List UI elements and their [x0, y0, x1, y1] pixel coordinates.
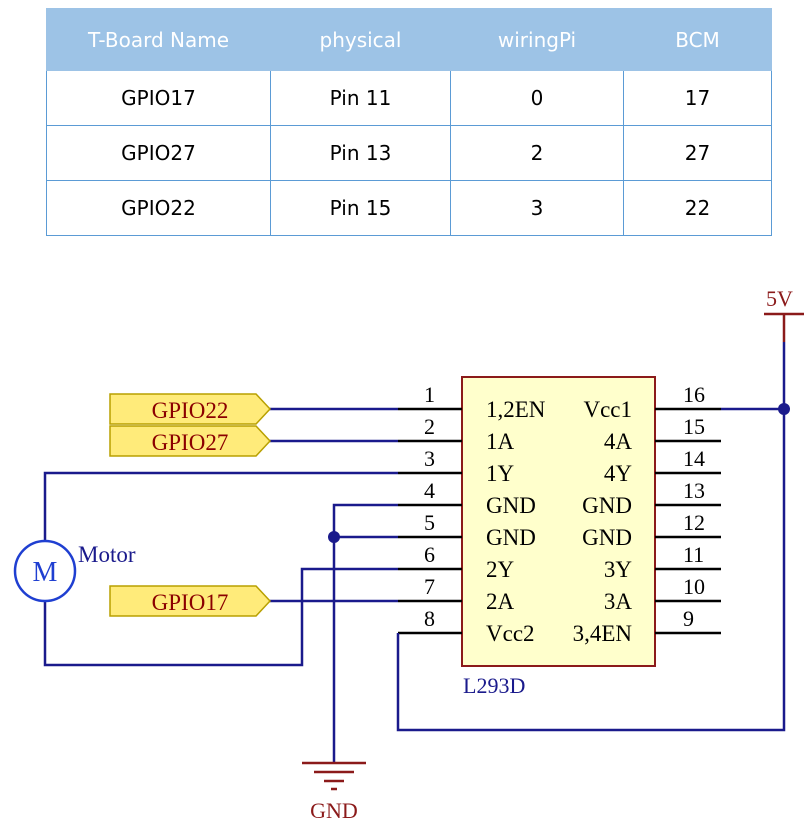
pin-number: 13 [683, 478, 705, 503]
pin-label: 1,2EN [486, 397, 546, 422]
pin-label: GND [486, 493, 536, 518]
pin-label: 4A [604, 429, 633, 454]
power-5v-label: 5V [766, 286, 793, 311]
pin-number: 7 [424, 574, 435, 599]
table-cell: 3 [450, 180, 624, 236]
wire-5v-rail [396, 342, 786, 732]
wire-motor-top [43, 471, 398, 546]
pin-number: 8 [424, 606, 435, 631]
pin-label: 3Y [604, 557, 633, 582]
table-cell: 0 [450, 70, 624, 126]
right-pin-numbers: 16 15 14 13 12 11 10 9 [683, 382, 705, 631]
right-pin-lines [655, 407, 721, 635]
table-cell: 22 [623, 180, 772, 236]
pin-label: 4Y [604, 461, 633, 486]
table-row: GPIO27 Pin 13 2 27 [46, 125, 772, 181]
l293d-chip-body [461, 376, 656, 667]
pin-label: 1Y [486, 461, 515, 486]
pin-label: 3A [604, 589, 633, 614]
pin-number: 5 [424, 510, 435, 535]
pin-label: GND [486, 525, 536, 550]
pin-number: 3 [424, 446, 435, 471]
pin-mapping-table: T-Board Name physical wiringPi BCM GPIO1… [46, 8, 772, 236]
pin-number: 9 [683, 606, 694, 631]
motor-icon [13, 539, 77, 603]
gpio17-text: GPIO17 [152, 590, 229, 615]
gpio27-text: GPIO27 [152, 430, 229, 455]
junction-dot [778, 403, 790, 415]
pin-number: 6 [424, 542, 435, 567]
left-pin-lines [398, 407, 462, 635]
gpio17-port-label: GPIO17 [109, 585, 272, 617]
table-cell: Pin 13 [270, 125, 451, 181]
pin-label: GND [582, 525, 632, 550]
wires [43, 342, 786, 762]
ground-icon [302, 761, 366, 791]
junction-dot [328, 531, 340, 543]
table-row: GPIO22 Pin 15 3 22 [46, 180, 772, 236]
pin-label: Vcc2 [486, 621, 535, 646]
pin-label: 3,4EN [573, 621, 633, 646]
pin-number: 1 [424, 382, 435, 407]
pin-number: 12 [683, 510, 705, 535]
motor-label: Motor [78, 542, 136, 567]
pin-number: 11 [683, 542, 704, 567]
table-cell: 2 [450, 125, 624, 181]
ground-label: GND [310, 798, 358, 823]
motor-symbol: M [33, 557, 58, 588]
pin-label: Vcc1 [583, 397, 632, 422]
pin-number: 15 [683, 414, 705, 439]
table-cell: Pin 15 [270, 180, 451, 236]
table-cell: 17 [623, 70, 772, 126]
gpio27-port-label: GPIO27 [109, 425, 272, 457]
pin-number: 10 [683, 574, 705, 599]
pin-label: 2A [486, 589, 515, 614]
pin-label: GND [582, 493, 632, 518]
pin-number: 16 [683, 382, 705, 407]
table-cell: GPIO17 [46, 70, 271, 126]
header-bcm: BCM [623, 8, 772, 71]
gpio22-port-label: GPIO22 [109, 393, 272, 425]
chip-name-label: L293D [463, 673, 525, 698]
wire-motor-bottom [43, 567, 398, 667]
table-cell: GPIO22 [46, 180, 271, 236]
table-cell: 27 [623, 125, 772, 181]
pin-label: 2Y [486, 557, 515, 582]
pin-label: 1A [486, 429, 515, 454]
header-tboard-name: T-Board Name [46, 8, 271, 71]
wire-gnd-pin4 [332, 503, 398, 762]
right-pin-labels: Vcc1 4A 4Y GND GND 3Y 3A 3,4EN [573, 397, 633, 646]
pin-number: 2 [424, 414, 435, 439]
table-row: GPIO17 Pin 11 0 17 [46, 70, 772, 126]
left-pin-labels: 1,2EN 1A 1Y GND GND 2Y 2A Vcc2 [486, 397, 546, 646]
left-pin-numbers: 1 2 3 4 5 6 7 8 [424, 382, 435, 631]
gpio22-text: GPIO22 [152, 398, 229, 423]
pin-number: 4 [424, 478, 435, 503]
pin-number: 14 [683, 446, 705, 471]
table-header-row: T-Board Name physical wiringPi BCM [46, 8, 772, 71]
